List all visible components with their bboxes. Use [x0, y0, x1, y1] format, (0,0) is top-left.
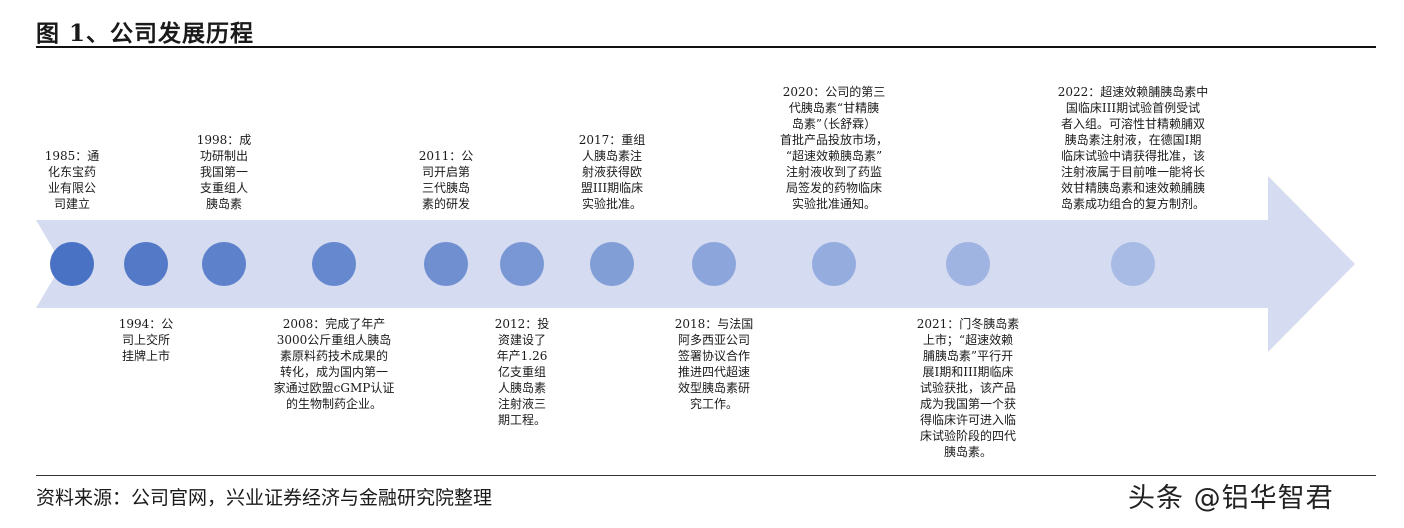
event-line: 的生物制药企业。 [285, 397, 383, 411]
event-line: 功研制出 [199, 149, 249, 163]
event-2012: 2012：投资建设了年产1.26 亿支重组人胰岛素注射液三期工程。 [495, 316, 550, 428]
event-line: 临床试验中请获得批准，该 [1060, 149, 1206, 163]
event-line: 胰岛素。 [943, 445, 993, 459]
event-line: 期工程。 [497, 413, 547, 427]
event-line: 得临床许可进入临 [919, 413, 1017, 427]
bottom-rule [36, 475, 1376, 476]
event-line: 者入组。可溶性甘精赖脯双 [1060, 117, 1206, 131]
event-2021: 2021：门冬胰岛素上市；“超速效赖脯胰岛素”平行开展I期和III期临床试验获批… [917, 316, 1020, 460]
timeline-node-2017 [590, 242, 634, 286]
event-line: 签署协议合作 [677, 349, 751, 363]
event-line: 胰岛素 [205, 197, 243, 211]
timeline-node-2011 [424, 242, 468, 286]
event-line: 成为我国第一个获 [919, 397, 1017, 411]
figure-title: 图 1、公司发展历程 [36, 20, 255, 47]
event-line: 1985：通 [44, 149, 100, 163]
event-line: 素的研发 [421, 197, 471, 211]
event-line: 首批产品投放市场， [779, 133, 889, 147]
event-line: 上市；“超速效赖 [922, 333, 1014, 347]
event-2022: 2022：超速效赖脯胰岛素中国临床III期试验首例受试者入组。可溶性甘精赖脯双胰… [1058, 84, 1209, 212]
event-line: 国临床III期试验首例受试 [1065, 101, 1201, 115]
event-line: 注射液收到了药监 [785, 165, 883, 179]
title-rule [36, 46, 1376, 48]
event-line: 人胰岛素 [497, 381, 547, 395]
timeline-node-2012 [500, 242, 544, 286]
event-1998: 1998：成功研制出我国第一支重组人胰岛素 [197, 132, 252, 212]
event-line: 1994：公 [118, 317, 174, 331]
event-line: 岛素”（长舒霖） [791, 117, 877, 131]
event-line: 注射液属于目前唯一能将长 [1060, 165, 1206, 179]
event-line: 年产1.26 [496, 349, 548, 363]
event-line: 局签发的药物临床 [785, 181, 883, 195]
event-2011: 2011：公司开启第三代胰岛素的研发 [419, 148, 474, 212]
timeline-node-1998 [202, 242, 246, 286]
source-note: 资料来源：公司官网，兴业证券经济与金融研究院整理 [36, 487, 493, 509]
event-line: 盟III期临床 [580, 181, 644, 195]
event-line: 脯胰岛素”平行开 [922, 349, 1014, 363]
event-line: 业有限公 [47, 181, 97, 195]
event-line: 家通过欧盟cGMP认证 [273, 381, 395, 395]
event-line: 2008：完成了年产 [282, 317, 386, 331]
timeline-node-1994 [124, 242, 168, 286]
event-line: 化东宝药 [47, 165, 97, 179]
event-line: “超速效赖胰岛素” [785, 149, 883, 163]
event-2008: 2008：完成了年产 3000公斤重组人胰岛素原料药技术成果的转化，成为国内第一家… [274, 316, 395, 412]
timeline-node-2018 [692, 242, 736, 286]
event-line: 试验获批，该产品 [919, 381, 1017, 395]
event-line: 2018：与法国 [674, 317, 754, 331]
timeline-node-2021 [946, 242, 990, 286]
event-line: 阿多西亚公司 [677, 333, 751, 347]
event-line: 实验批准通知。 [791, 197, 877, 211]
timeline-node-2022 [1111, 242, 1155, 286]
event-line: 实验批准。 [581, 197, 643, 211]
event-line: 3000公斤重组人胰岛 [276, 333, 392, 347]
timeline-node-2020 [812, 242, 856, 286]
event-line: 床试验阶段的四代 [919, 429, 1017, 443]
event-line: 司建立 [53, 197, 91, 211]
event-line: 注射液三 [497, 397, 547, 411]
event-line: 2011：公 [418, 149, 474, 163]
event-line: 展I期和III期临床 [922, 365, 1014, 379]
event-line: 效甘精胰岛素和速效赖脯胰 [1060, 181, 1206, 195]
event-line: 推进四代超速 [677, 365, 751, 379]
event-2018: 2018：与法国阿多西亚公司签署协议合作推进四代超速效型胰岛素研究工作。 [675, 316, 754, 412]
event-line: 岛素成功组合的复方制剂。 [1060, 197, 1206, 211]
event-line: 亿支重组 [497, 365, 547, 379]
event-line: 效型胰岛素研 [677, 381, 751, 395]
watermark: 头条 @铝华智君 [1128, 483, 1334, 514]
event-line: 司开启第 [421, 165, 471, 179]
event-line: 射液获得欧 [581, 165, 643, 179]
event-line: 2012：投 [494, 317, 550, 331]
timeline-node-2008 [312, 242, 356, 286]
event-1985: 1985：通化东宝药业有限公司建立 [45, 148, 100, 212]
event-line: 转化，成为国内第一 [279, 365, 389, 379]
event-2020: 2020：公司的第三代胰岛素“甘精胰岛素”（长舒霖） 首批产品投放市场， “超速效赖… [780, 84, 888, 212]
timeline-node-1985 [50, 242, 94, 286]
event-line: 胰岛素注射液，在德国I期 [1064, 133, 1202, 147]
event-line: 2022：超速效赖脯胰岛素中 [1057, 85, 1209, 99]
event-line: 究工作。 [689, 397, 739, 411]
event-line: 素原料药技术成果的 [279, 349, 389, 363]
event-line: 2021：门冬胰岛素 [916, 317, 1020, 331]
event-line: 支重组人 [199, 181, 249, 195]
event-1994: 1994：公司上交所挂牌上市 [119, 316, 174, 364]
event-2017: 2017：重组人胰岛素注射液获得欧盟III期临床实验批准。 [579, 132, 646, 212]
event-line: 三代胰岛 [421, 181, 471, 195]
event-line: 我国第一 [199, 165, 249, 179]
event-line: 代胰岛素“甘精胰 [788, 101, 880, 115]
event-line: 2020：公司的第三 [782, 85, 886, 99]
event-line: 人胰岛素注 [581, 149, 643, 163]
event-line: 资建设了 [497, 333, 547, 347]
event-line: 2017：重组 [578, 133, 646, 147]
event-line: 1998：成 [196, 133, 252, 147]
event-line: 司上交所 [121, 333, 171, 347]
event-line: 挂牌上市 [121, 349, 171, 363]
